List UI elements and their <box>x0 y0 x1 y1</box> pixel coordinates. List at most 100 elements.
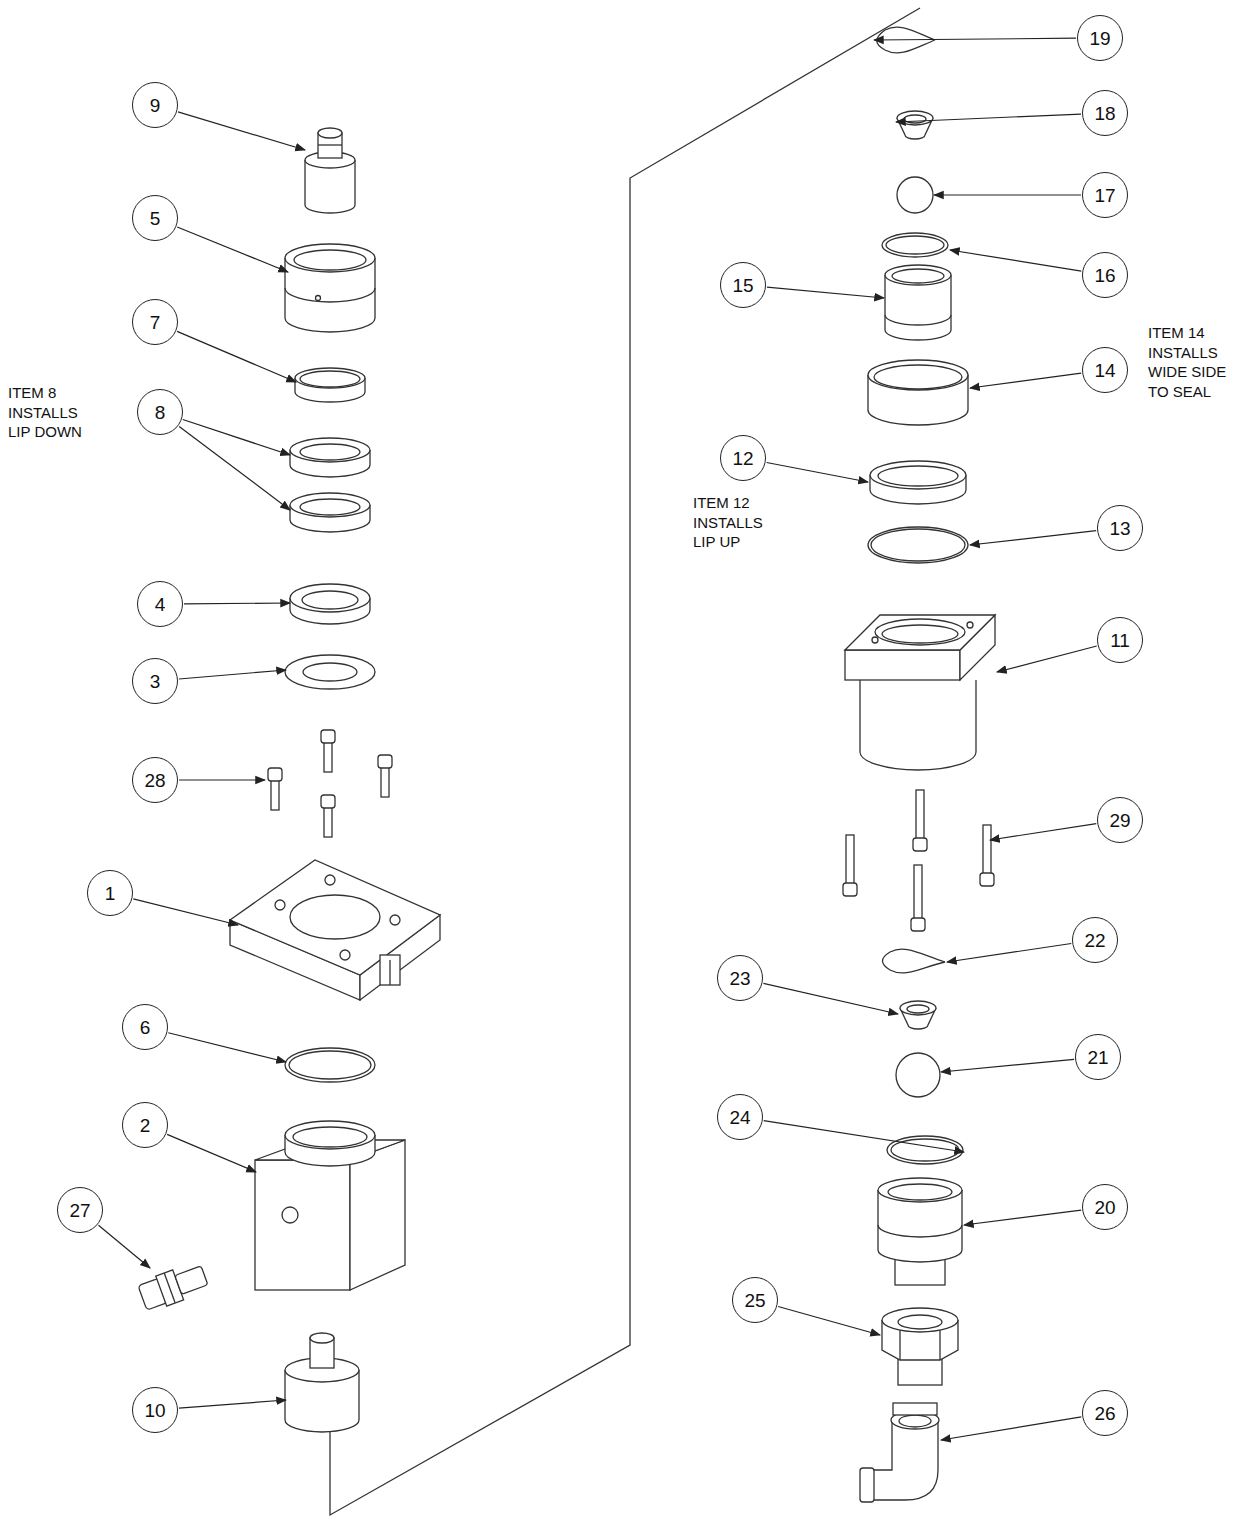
leader-line <box>767 287 884 298</box>
leader-line <box>763 983 898 1014</box>
elbow-part <box>860 1403 939 1502</box>
leader-line <box>177 331 296 382</box>
callout-number: 12 <box>720 435 766 481</box>
leader-line <box>964 1210 1081 1225</box>
callout-text: 15 <box>732 276 753 295</box>
leader-line <box>177 227 288 272</box>
ball-part <box>896 1053 940 1097</box>
installation-note: ITEM 14 INSTALLS WIDE SIDE TO SEAL <box>1148 323 1244 401</box>
leader-line <box>934 194 1081 195</box>
leader-line <box>970 531 1096 545</box>
leader-line <box>183 420 290 455</box>
housing-part <box>845 615 995 770</box>
leader-line <box>941 1059 1074 1072</box>
callout-number: 1 <box>87 870 133 916</box>
callout-number: 10 <box>132 1387 178 1433</box>
callout-number: 13 <box>1097 505 1143 551</box>
callout-text: 9 <box>150 96 161 115</box>
leader-line <box>874 38 1076 40</box>
o-ring-part <box>882 233 948 257</box>
callout-number: 27 <box>57 1187 103 1233</box>
leader-line <box>896 114 1081 122</box>
callout-number: 25 <box>732 1277 778 1323</box>
callout-number: 23 <box>717 955 763 1001</box>
callout-text: 1 <box>105 884 116 903</box>
callout-text: 12 <box>732 449 753 468</box>
callout-text: 7 <box>150 313 161 332</box>
inlet-valve-part <box>878 1178 962 1285</box>
callout-text: 28 <box>144 771 165 790</box>
callout-number: 19 <box>1077 15 1123 61</box>
callout-number: 28 <box>132 757 178 803</box>
leader-line <box>98 1225 150 1268</box>
callout-number: 29 <box>1097 797 1143 843</box>
callout-text: 4 <box>155 595 166 614</box>
callout-text: 11 <box>1110 631 1130 650</box>
callout-number: 11 <box>1097 617 1143 663</box>
seal-part <box>870 461 966 504</box>
leader-line <box>778 1306 880 1335</box>
callout-text: 3 <box>150 672 161 691</box>
leader-line <box>970 373 1081 388</box>
leader-line <box>990 824 1096 840</box>
callout-text: 8 <box>155 403 166 422</box>
callout-text: 18 <box>1094 104 1115 123</box>
callout-number: 17 <box>1082 172 1128 218</box>
leader-line <box>178 112 305 150</box>
callout-text: 27 <box>69 1201 90 1220</box>
leader-line <box>947 944 1071 962</box>
callout-number: 18 <box>1082 90 1128 136</box>
callout-text: 2 <box>140 1116 151 1135</box>
piston-part <box>305 128 355 213</box>
callout-number: 20 <box>1082 1184 1128 1230</box>
callout-number: 4 <box>137 581 183 627</box>
washer-part <box>285 655 375 689</box>
leader-line <box>179 670 286 679</box>
callout-text: 24 <box>729 1108 750 1127</box>
ring-part <box>290 584 370 624</box>
leader-line <box>941 1417 1081 1440</box>
pump-block <box>255 1121 405 1290</box>
callout-text: 19 <box>1089 29 1110 48</box>
callout-text: 26 <box>1094 1404 1115 1423</box>
screw-parts <box>268 730 392 837</box>
installation-note: ITEM 12 INSTALLS LIP UP <box>693 493 788 552</box>
leader-line <box>179 1400 286 1408</box>
leader-line <box>167 1134 256 1172</box>
callout-number: 8 <box>137 389 183 435</box>
leader-line <box>184 602 290 604</box>
o-ring-part <box>868 527 968 563</box>
callout-number: 24 <box>717 1094 763 1140</box>
valve-seat-part <box>885 265 951 340</box>
screw-parts <box>843 790 994 931</box>
ring-part <box>868 360 968 425</box>
ring-part <box>295 368 365 402</box>
piston-part <box>285 1333 359 1432</box>
callout-text: 21 <box>1087 1048 1108 1067</box>
callout-text: 22 <box>1084 931 1105 950</box>
o-ring-part <box>285 1048 375 1082</box>
callout-number: 22 <box>1072 917 1118 963</box>
callout-text: 6 <box>140 1018 151 1037</box>
callout-number: 21 <box>1075 1034 1121 1080</box>
callout-number: 7 <box>132 299 178 345</box>
gland-part <box>285 244 375 332</box>
callout-text: 5 <box>150 209 161 228</box>
callout-number: 14 <box>1082 347 1128 393</box>
leader-line <box>133 899 238 925</box>
leader-line <box>997 646 1097 672</box>
leader-line <box>767 463 868 482</box>
leader-line <box>764 1121 964 1152</box>
callout-text: 10 <box>144 1401 165 1420</box>
nut-part <box>882 1308 958 1385</box>
callout-number: 16 <box>1082 252 1128 298</box>
ball-stop-part <box>900 1001 936 1029</box>
leader-line <box>179 426 290 510</box>
callout-number: 5 <box>132 195 178 241</box>
leader-line <box>179 779 265 780</box>
mounting-plate <box>230 860 440 1000</box>
callout-text: 25 <box>744 1291 765 1310</box>
